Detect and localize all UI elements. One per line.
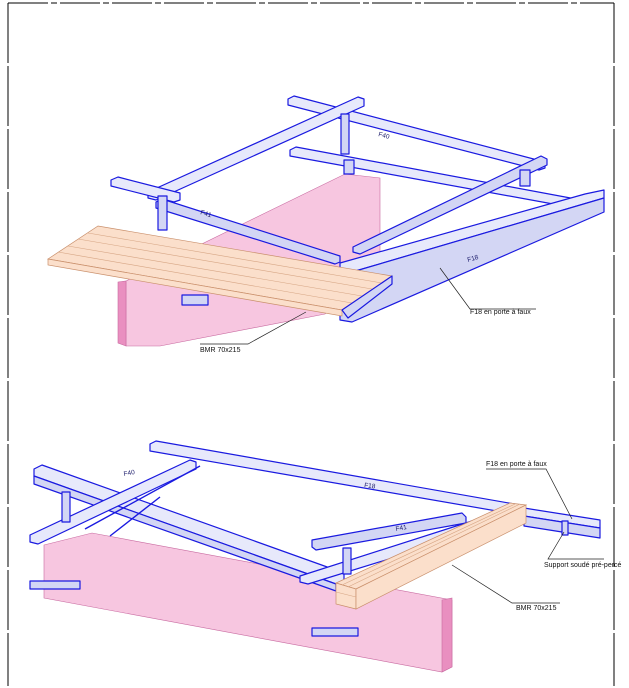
- leader-bmr-bottom: [451, 564, 560, 604]
- member-label-f41: F41: [199, 209, 212, 219]
- leader-f18-top: [439, 267, 536, 310]
- wall-bracket: [181, 294, 209, 306]
- timber-deck-front: [47, 258, 343, 317]
- wall-bracket-right: [311, 627, 359, 637]
- member-label-f18: F18: [467, 254, 480, 264]
- beam-right-diagonal: [352, 155, 548, 255]
- top-view: F40 F41 F18 F18 en porte à faux BMR 70x2…: [47, 95, 605, 354]
- beam-rear-cross: [147, 96, 365, 201]
- wall-bracket-left: [29, 580, 81, 590]
- leader-support-bottom: [547, 531, 604, 560]
- wall-side-bottom: [441, 597, 453, 673]
- welded-support: [561, 520, 569, 536]
- post-mid-bottom: [342, 547, 352, 575]
- sheet-frame: [7, 2, 615, 686]
- bracket-right: [519, 169, 531, 187]
- member-label-f41-bottom: F41: [395, 524, 408, 533]
- member-label-f40: F40: [377, 131, 390, 141]
- timber-beam-lines: [335, 503, 521, 598]
- leader-bmr-top: [200, 311, 307, 345]
- member-label-f18-bottom: F18: [364, 482, 376, 491]
- leader-f18-bottom: [486, 468, 573, 520]
- member-label-f40-bottom: F40: [123, 469, 136, 478]
- callout-support-bottom: Support soudé pré-percé: [544, 562, 622, 569]
- beam-f40: [287, 95, 546, 171]
- timber-beam-side: [355, 504, 527, 610]
- deck-end-plate: [341, 275, 393, 319]
- bracket-rear: [343, 159, 355, 175]
- callout-f18-bottom: F18 en porte à faux: [486, 461, 547, 468]
- beam-f18-bottom: [149, 440, 521, 515]
- post-left-bottom: [61, 491, 71, 523]
- callout-f18-top: F18 en porte à faux: [470, 309, 531, 316]
- bottom-view: F40 F18 F41 F18 en porte à faux Support …: [29, 440, 622, 673]
- callout-bmr-top: BMR 70x215: [200, 347, 241, 354]
- post-rear: [340, 113, 350, 155]
- callout-bmr-bottom: BMR 70x215: [516, 605, 557, 612]
- beam-rear-cross-bottom: [29, 459, 197, 545]
- timber-beam-top: [335, 502, 528, 590]
- timber-deck-lines: [57, 232, 383, 304]
- post-left: [157, 195, 168, 231]
- wall-side: [117, 280, 127, 347]
